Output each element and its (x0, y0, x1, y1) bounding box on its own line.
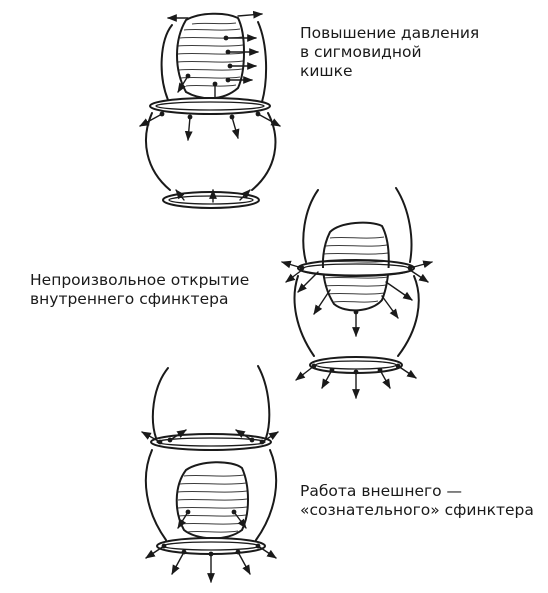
caption-line: внутреннего сфинктера (30, 290, 229, 308)
sigmoid-wall (160, 21, 268, 103)
external-sphincter-ring (162, 189, 260, 209)
stool-mass (175, 461, 249, 540)
stage-2-figure (281, 187, 433, 399)
caption-line: Повышение давления (300, 24, 480, 42)
stage-3-figure (141, 365, 279, 583)
caption-line: Работа внешнего — (300, 482, 463, 500)
stage-3-caption: Работа внешнего — «сознательного» сфинкт… (300, 482, 534, 520)
caption-line: в сигмовидной (300, 43, 422, 61)
sigmoid-wall (151, 365, 271, 439)
stage-1-figure (139, 10, 281, 209)
stool-mass (176, 12, 245, 100)
sigmoid-wall (302, 187, 413, 263)
stool-mass (321, 221, 390, 312)
internal-sphincter-ring (141, 429, 279, 451)
caption-line: Непроизвольное открытие (30, 271, 250, 289)
external-sphincter-ring (145, 537, 277, 583)
stage-1-caption: Повышение давления в сигмовидной кишке (300, 24, 479, 81)
stage-2-caption: Непроизвольное открытие внутреннего сфин… (30, 271, 249, 309)
rectum-arrows (139, 111, 281, 141)
opening-arrows (281, 260, 433, 337)
external-sphincter-ring (295, 356, 417, 399)
internal-sphincter-ring (149, 97, 271, 115)
caption-line: кишке (300, 62, 353, 80)
rectum-wall (145, 112, 277, 191)
internal-sphincter-ring-front (297, 267, 415, 277)
caption-line: «сознательного» сфинктера (300, 501, 534, 519)
rectum-wall (144, 449, 278, 541)
rectum-wall (293, 275, 420, 357)
pressure-arrows (167, 10, 263, 109)
